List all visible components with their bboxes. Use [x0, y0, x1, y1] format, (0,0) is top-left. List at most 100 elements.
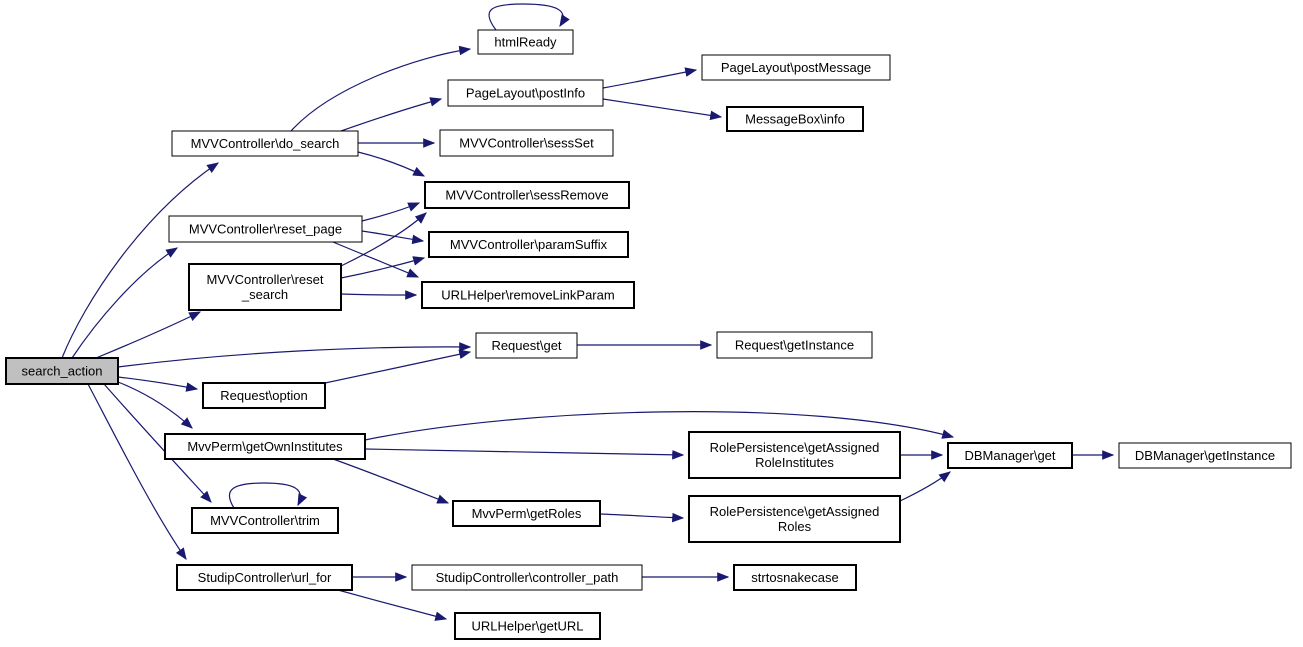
- node-db_manager_get_instance[interactable]: DBManager\getInstance: [1118, 442, 1292, 469]
- node-label-mvv_param_suffix: MVVController\paramSuffix: [450, 237, 608, 252]
- node-label-mvv_trim: MVVController\trim: [210, 513, 320, 528]
- node-box-html_ready[interactable]: [477, 29, 574, 55]
- node-label-request_get: Request\get: [491, 338, 561, 353]
- node-mvv_perm_get_own_institutes[interactable]: MvvPerm\getOwnInstitutes: [164, 433, 366, 460]
- self-loop-edge-html_ready-html_ready: [488, 3, 570, 31]
- edges-layer: [61, 3, 1115, 621]
- node-label-request_get_instance: Request\getInstance: [735, 338, 854, 353]
- node-label-mvv_sess_remove: MVVController\sessRemove: [445, 188, 608, 203]
- node-box-mvv_sess_set[interactable]: [439, 129, 614, 157]
- node-mvv_sess_set[interactable]: MVVController\sessSet: [439, 129, 614, 157]
- node-label-mvv_reset_page: MVVController\reset_page: [189, 222, 342, 237]
- node-label-mvv_reset_search: MVVController\reset_search: [206, 272, 323, 302]
- node-box-db_manager_get_instance[interactable]: [1118, 442, 1292, 469]
- node-box-mvv_perm_get_roles[interactable]: [452, 500, 601, 527]
- edge-mvv_do_search-mvv_sess_remove: [357, 151, 426, 177]
- node-label-studip_url_for: StudipController\url_for: [198, 570, 332, 585]
- edge-mvv_perm_get_own_institutes-role_persistence_get_assigned_role_institutes: [364, 448, 685, 460]
- node-label-page_layout_post_message: PageLayout\postMessage: [721, 60, 871, 75]
- node-box-page_layout_post_info[interactable]: [447, 79, 604, 107]
- node-box-request_get_instance[interactable]: [716, 331, 873, 359]
- node-box-studip_controller_path[interactable]: [411, 564, 643, 591]
- node-strtosnakecase[interactable]: strtosnakecase: [733, 564, 857, 591]
- node-box-mvv_do_search[interactable]: [171, 130, 359, 157]
- edge-mvv_do_search-page_layout_post_info: [340, 97, 443, 132]
- edge-mvv_reset_page-url_helper_remove_link_param: [332, 241, 420, 278]
- edge-search_action-mvv_perm_get_own_institutes: [117, 381, 193, 429]
- node-box-role_persistence_get_assigned_role_institutes[interactable]: [688, 431, 901, 479]
- edge-studip_url_for-url_helper_get_url: [337, 589, 448, 621]
- edge-mvv_reset_page-mvv_param_suffix: [361, 230, 425, 245]
- node-box-mvv_perm_get_own_institutes[interactable]: [164, 433, 366, 460]
- node-mvv_sess_remove[interactable]: MVVController\sessRemove: [424, 181, 630, 209]
- node-mvv_trim[interactable]: MVVController\trim: [191, 507, 339, 534]
- edge-mvv_perm_get_own_institutes-mvv_perm_get_roles: [332, 458, 450, 504]
- node-mvv_reset_search[interactable]: MVVController\reset_search: [188, 263, 342, 311]
- edge-search_action-mvv_reset_search: [95, 311, 202, 359]
- node-label-mvv_perm_get_own_institutes: MvvPerm\getOwnInstitutes: [187, 439, 343, 454]
- node-label-url_helper_get_url: URLHelper\getURL: [472, 619, 584, 634]
- edge-page_layout_post_info-page_layout_post_message: [602, 67, 698, 89]
- node-label-mvv_perm_get_roles: MvvPerm\getRoles: [472, 506, 582, 521]
- node-box-mvv_param_suffix[interactable]: [428, 231, 629, 258]
- edge-search_action-request_option: [117, 376, 199, 392]
- node-box-request_option[interactable]: [202, 382, 326, 409]
- edge-search_action-studip_url_for: [87, 383, 187, 560]
- node-box-mvv_trim[interactable]: [191, 507, 339, 534]
- node-html_ready[interactable]: htmlReady: [477, 29, 574, 55]
- node-box-strtosnakecase[interactable]: [733, 564, 857, 591]
- node-url_helper_get_url[interactable]: URLHelper\getURL: [454, 612, 601, 640]
- node-box-search_action[interactable]: [5, 357, 119, 385]
- node-label-message_box_info: MessageBox\info: [745, 112, 845, 127]
- node-label-page_layout_post_info: PageLayout\postInfo: [466, 86, 585, 101]
- node-box-role_persistence_get_assigned_roles[interactable]: [688, 495, 901, 543]
- node-box-message_box_info[interactable]: [726, 106, 864, 132]
- node-label-strtosnakecase: strtosnakecase: [751, 570, 838, 585]
- node-studip_url_for[interactable]: StudipController\url_for: [176, 564, 353, 591]
- node-box-page_layout_post_message[interactable]: [701, 54, 891, 81]
- node-label-mvv_sess_set: MVVController\sessSet: [459, 136, 594, 151]
- node-search_action[interactable]: search_action: [5, 357, 119, 385]
- edge-search_action-request_get: [117, 342, 472, 368]
- node-box-mvv_sess_remove[interactable]: [424, 181, 630, 209]
- node-page_layout_post_message[interactable]: PageLayout\postMessage: [701, 54, 891, 81]
- node-mvv_reset_page[interactable]: MVVController\reset_page: [168, 215, 363, 243]
- node-mvv_perm_get_roles[interactable]: MvvPerm\getRoles: [452, 500, 601, 527]
- node-box-request_get[interactable]: [475, 332, 578, 359]
- edge-mvv_perm_get_own_institutes-db_manager_get: [364, 411, 955, 441]
- edge-mvv_reset_search-mvv_param_suffix: [340, 256, 426, 279]
- node-label-db_manager_get_instance: DBManager\getInstance: [1135, 448, 1275, 463]
- self-loop-edge-mvv_trim-mvv_trim: [228, 482, 308, 509]
- node-box-db_manager_get[interactable]: [947, 442, 1073, 469]
- node-mvv_param_suffix[interactable]: MVVController\paramSuffix: [428, 231, 629, 258]
- node-message_box_info[interactable]: MessageBox\info: [726, 106, 864, 132]
- edge-mvv_reset_search-mvv_sess_remove: [340, 212, 427, 267]
- node-box-url_helper_remove_link_param[interactable]: [421, 281, 635, 309]
- node-label-url_helper_remove_link_param: URLHelper\removeLinkParam: [441, 288, 614, 303]
- edge-page_layout_post_info-message_box_info: [602, 98, 723, 121]
- node-request_get[interactable]: Request\get: [475, 332, 578, 359]
- edge-role_persistence_get_assigned_roles-db_manager_get: [899, 471, 951, 502]
- node-studip_controller_path[interactable]: StudipController\controller_path: [411, 564, 643, 591]
- node-url_helper_remove_link_param[interactable]: URLHelper\removeLinkParam: [421, 281, 635, 309]
- node-page_layout_post_info[interactable]: PageLayout\postInfo: [447, 79, 604, 107]
- node-request_get_instance[interactable]: Request\getInstance: [716, 331, 873, 359]
- edge-request_option-request_get: [324, 349, 472, 384]
- node-db_manager_get[interactable]: DBManager\get: [947, 442, 1073, 469]
- node-request_option[interactable]: Request\option: [202, 382, 326, 409]
- node-box-mvv_reset_search[interactable]: [188, 263, 342, 311]
- node-box-url_helper_get_url[interactable]: [454, 612, 601, 640]
- node-box-mvv_reset_page[interactable]: [168, 215, 363, 243]
- node-label-mvv_do_search: MVVController\do_search: [191, 136, 340, 151]
- edge-mvv_reset_page-mvv_sess_remove: [361, 202, 421, 222]
- node-label-request_option: Request\option: [220, 388, 307, 403]
- node-box-studip_url_for[interactable]: [176, 564, 353, 591]
- node-mvv_do_search[interactable]: MVVController\do_search: [171, 130, 359, 157]
- edge-mvv_perm_get_roles-role_persistence_get_assigned_roles: [599, 512, 685, 523]
